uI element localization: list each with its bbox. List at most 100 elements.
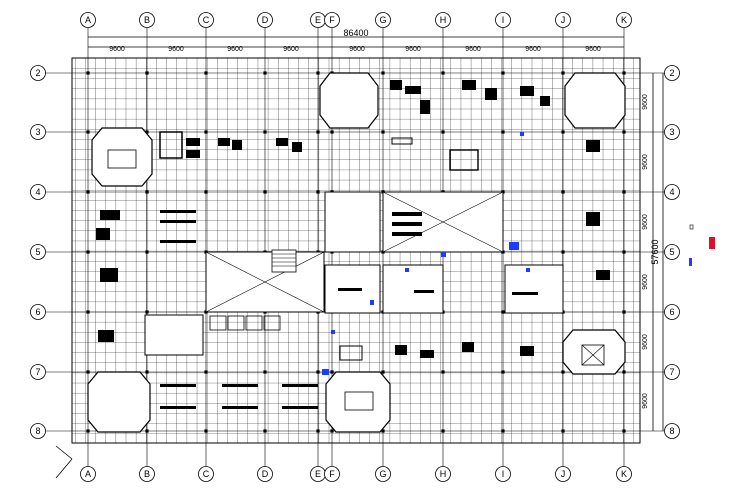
col-axis-bubble-f-top: F	[324, 12, 340, 28]
lobby-octagon-bottom-right	[562, 329, 626, 375]
col-axis-bubble-c-top: C	[198, 12, 214, 28]
row-axis-bubble-6-left: 6	[30, 304, 46, 320]
lift-box-right	[581, 344, 605, 366]
col-axis-bubble-c-bottom: C	[198, 466, 214, 482]
right-bay-dimension-label: 9600	[642, 393, 649, 409]
col-axis-bubble-i-bottom: I	[495, 466, 511, 482]
row-axis-label: 8	[35, 426, 40, 436]
bay-dimension-label: 9600	[525, 46, 541, 53]
col-axis-label: C	[203, 469, 210, 479]
col-axis-label: E	[315, 15, 321, 25]
blue-markers	[322, 132, 530, 375]
blue-marker-outside	[689, 258, 692, 266]
col-axis-label: F	[329, 15, 335, 25]
row-axis-label: 4	[669, 187, 674, 197]
col-axis-bubble-b-top: B	[139, 12, 155, 28]
col-axis-label: B	[144, 469, 150, 479]
small-square-outside	[689, 224, 694, 230]
hall-right-a	[504, 264, 564, 314]
lobby-octagon-top-left	[91, 127, 153, 187]
row-axis-bubble-8-left: 8	[30, 423, 46, 439]
right-bay-dimension-label: 9600	[642, 334, 649, 350]
row-axis-bubble-6-right: 6	[664, 304, 680, 320]
col-axis-label: F	[329, 469, 335, 479]
col-axis-label: E	[315, 469, 321, 479]
col-axis-bubble-g-bottom: G	[375, 466, 391, 482]
row-axis-bubble-5-left: 5	[30, 244, 46, 260]
col-axis-bubble-g-top: G	[375, 12, 391, 28]
row-axis-label: 7	[35, 367, 40, 377]
row-axis-bubble-3-right: 3	[664, 124, 680, 140]
row-axis-label: 6	[35, 307, 40, 317]
row-axis-bubble-4-right: 4	[664, 184, 680, 200]
col-axis-bubble-k-top: K	[616, 12, 632, 28]
lobby-octagon-bottom-center	[325, 371, 391, 433]
row-axis-label: 5	[35, 247, 40, 257]
col-axis-label: G	[379, 469, 386, 479]
right-bay-dimension-label: 9600	[642, 154, 649, 170]
row-axis-label: 8	[669, 426, 674, 436]
row-axis-label: 3	[669, 127, 674, 137]
row-axis-label: 4	[35, 187, 40, 197]
col-axis-bubble-a-bottom: A	[80, 466, 96, 482]
row-axis-bubble-3-left: 3	[30, 124, 46, 140]
col-axis-label: H	[440, 469, 447, 479]
bay-dimension-label: 9600	[168, 46, 184, 53]
room-small-b	[227, 315, 245, 331]
overall-width-label: 86400	[343, 28, 368, 38]
row-axis-bubble-7-left: 7	[30, 364, 46, 380]
col-axis-bubble-f-bottom: F	[324, 466, 340, 482]
room-small-c	[245, 315, 263, 331]
right-bay-dimension-label: 9600	[642, 274, 649, 290]
col-axis-label: H	[440, 15, 447, 25]
stair	[271, 249, 297, 273]
col-axis-label: J	[561, 469, 566, 479]
col-axis-bubble-e-top: E	[310, 12, 326, 28]
col-axis-label: G	[379, 15, 386, 25]
col-axis-label: C	[203, 15, 210, 25]
bay-dimension-label: 9600	[465, 46, 481, 53]
row-axis-bubble-4-left: 4	[30, 184, 46, 200]
col-axis-bubble-i-top: I	[495, 12, 511, 28]
col-axis-bubble-d-bottom: D	[257, 466, 273, 482]
lobby-octagon-bottom-left	[87, 371, 151, 433]
col-axis-label: K	[621, 15, 627, 25]
overall-depth-label: 57600	[650, 239, 660, 264]
lift-box-left	[107, 149, 137, 169]
row-axis-bubble-8-right: 8	[664, 423, 680, 439]
row-axis-label: 3	[35, 127, 40, 137]
lift-box-bottom	[344, 391, 374, 411]
atrium-void-left	[205, 251, 325, 313]
bay-dimension-label: 9600	[283, 46, 299, 53]
hall-center-a	[324, 191, 381, 253]
col-axis-bubble-a-top: A	[80, 12, 96, 28]
row-axis-bubble-7-right: 7	[664, 364, 680, 380]
col-axis-bubble-h-top: H	[435, 12, 451, 28]
bay-dimension-label: 9600	[227, 46, 243, 53]
col-axis-bubble-k-bottom: K	[616, 466, 632, 482]
col-axis-bubble-b-bottom: B	[139, 466, 155, 482]
red-marker	[709, 237, 715, 249]
col-axis-label: D	[262, 15, 269, 25]
bay-dimension-label: 9600	[585, 46, 601, 53]
hall-center-c	[382, 264, 444, 314]
col-axis-label: I	[502, 15, 505, 25]
row-axis-label: 7	[669, 367, 674, 377]
room-small-d	[263, 315, 281, 331]
col-axis-bubble-j-top: J	[555, 12, 571, 28]
col-axis-label: B	[144, 15, 150, 25]
row-axis-bubble-5-right: 5	[664, 244, 680, 260]
building-features	[87, 72, 626, 433]
lobby-octagon-top-center	[319, 72, 379, 129]
row-axis-label: 5	[669, 247, 674, 257]
furniture-clusters	[96, 80, 610, 409]
row-axis-label: 6	[669, 307, 674, 317]
col-axis-label: A	[85, 15, 91, 25]
right-bay-dimension-label: 9600	[642, 214, 649, 230]
col-axis-bubble-j-bottom: J	[555, 466, 571, 482]
col-axis-bubble-h-bottom: H	[435, 466, 451, 482]
col-axis-bubble-e-bottom: E	[310, 466, 326, 482]
